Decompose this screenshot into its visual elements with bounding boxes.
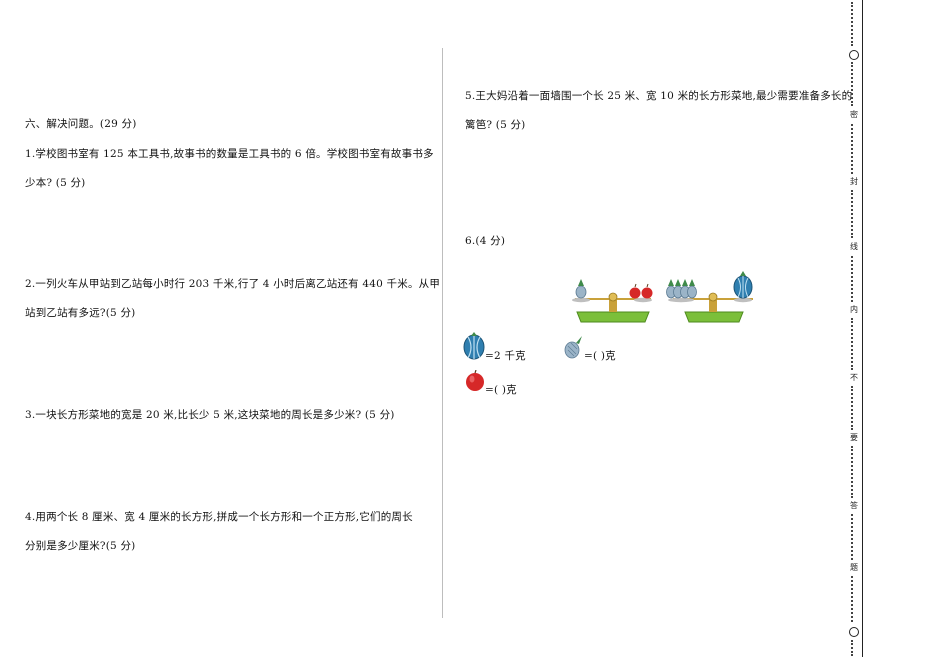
seal-circle-top (849, 50, 859, 60)
seal-dots (851, 318, 857, 370)
seal-char-6: 要 (850, 433, 858, 442)
seal-char-3: 线 (850, 242, 858, 251)
question-5-line-2: 篱笆? (5 分) (465, 119, 526, 131)
seal-char-7: 答 (850, 501, 858, 510)
seal-dots (851, 190, 857, 238)
question-6-label: 6.(4 分) (465, 235, 506, 247)
seal-char-4: 内 (850, 305, 858, 314)
column-divider (442, 48, 443, 618)
pineapple-icon (575, 279, 587, 299)
melon-weight-text: =2 千克 (485, 350, 526, 362)
seal-dots (851, 256, 857, 302)
question-5-line-1: 5.王大妈沿着一面墙围一个长 25 米、宽 10 米的长方形菜地,最少需要准备多… (465, 90, 853, 102)
seal-dots (851, 640, 857, 656)
balance-scale-left (572, 292, 652, 323)
seal-circle-bottom (849, 627, 859, 637)
question-1-line-2: 少本? (5 分) (25, 177, 86, 189)
apple-icon (629, 283, 653, 299)
question-2-line-1: 2.一列火车从甲站到乙站每小时行 203 千米,行了 4 小时后离乙站还有 44… (25, 278, 441, 290)
seal-dots (851, 2, 857, 46)
seal-char-1: 密 (850, 110, 858, 119)
pineapple-icon (564, 336, 582, 359)
seal-dots (851, 62, 857, 106)
balance-scale-right (668, 292, 753, 323)
apple-icon (466, 370, 484, 391)
seal-line-column: 密 封 线 内 不 要 答 题 (848, 0, 860, 657)
melon-icon (733, 271, 753, 299)
seal-dots (851, 446, 857, 498)
seal-dots (851, 386, 857, 430)
question-4-line-1: 4.用两个长 8 厘米、宽 4 厘米的长方形,拼成一个长方形和一个正方形,它们的… (25, 511, 413, 523)
question-1-line-1: 1.学校图书室有 125 本工具书,故事书的数量是工具书的 6 倍。学校图书室有… (25, 148, 434, 160)
melon-icon (463, 332, 485, 360)
apple-weight-text: =( )克 (485, 384, 517, 396)
question-2-line-2: 站到乙站有多远?(5 分) (25, 307, 136, 319)
seal-dots (851, 576, 857, 622)
seal-char-2: 封 (850, 177, 858, 186)
pineapple-weight-text: =( )克 (584, 350, 616, 362)
pineapple-group-icon (666, 279, 697, 299)
seal-dots (851, 514, 857, 560)
margin-rule-line (862, 0, 863, 657)
section-heading: 六、解决问题。(29 分) (25, 118, 137, 130)
seal-dots (851, 124, 857, 174)
question-4-line-2: 分别是多少厘米?(5 分) (25, 540, 136, 552)
seal-char-5: 不 (850, 373, 858, 382)
balance-scale-icon (572, 271, 753, 323)
question-3-line-1: 3.一块长方形菜地的宽是 20 米,比长少 5 米,这块菜地的周长是多少米? (… (25, 409, 395, 421)
seal-char-8: 题 (850, 563, 858, 572)
